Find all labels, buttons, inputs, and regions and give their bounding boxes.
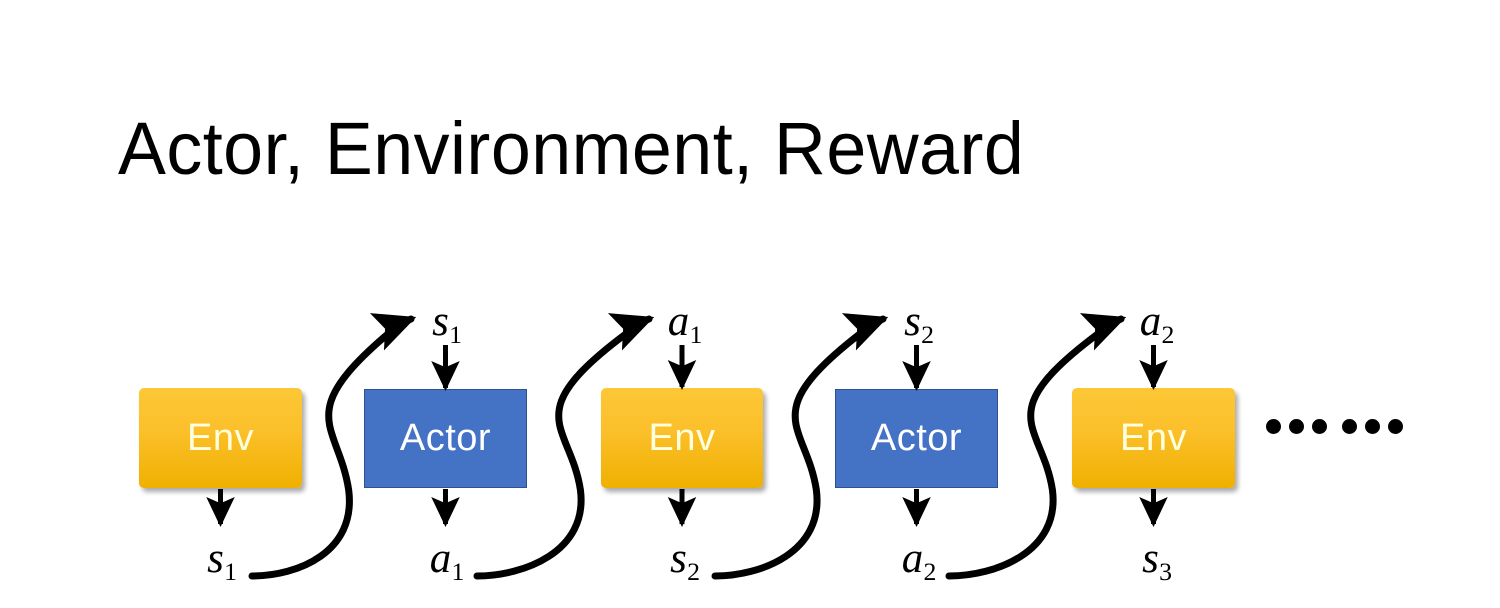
variable-subscript: 1 bbox=[449, 319, 463, 349]
variable-base: a bbox=[429, 535, 452, 582]
variable-label-bot-s3: s3 bbox=[1142, 534, 1173, 586]
variable-subscript: 2 bbox=[687, 556, 701, 586]
node-env-3[interactable]: Env bbox=[1072, 388, 1235, 488]
node-label: Actor bbox=[870, 417, 963, 459]
variable-base: a bbox=[901, 535, 924, 582]
ellipsis-dot bbox=[1266, 419, 1281, 434]
variable-label-top-a1: a1 bbox=[667, 297, 703, 349]
variable-base: a bbox=[1139, 298, 1162, 345]
variable-base: s bbox=[670, 535, 687, 582]
variable-subscript: 1 bbox=[689, 319, 703, 349]
variable-subscript: 1 bbox=[451, 556, 465, 586]
node-actor-1[interactable]: Actor bbox=[364, 389, 527, 488]
variable-label-bot-a1: a1 bbox=[429, 534, 465, 586]
variable-subscript: 3 bbox=[1159, 556, 1173, 586]
node-env-2[interactable]: Env bbox=[601, 388, 763, 488]
variable-base: a bbox=[667, 298, 690, 345]
variable-subscript: 2 bbox=[1161, 319, 1175, 349]
node-label: Env bbox=[648, 416, 716, 459]
variable-base: s bbox=[1142, 535, 1159, 582]
variable-base: s bbox=[904, 298, 921, 345]
ellipsis-dot bbox=[1365, 419, 1380, 434]
node-env-1[interactable]: Env bbox=[139, 388, 302, 488]
variable-label-top-s2: s2 bbox=[904, 297, 935, 349]
variable-label-top-s1: s1 bbox=[432, 297, 463, 349]
variable-label-bot-a2: a2 bbox=[901, 534, 937, 586]
variable-label-bot-s1: s1 bbox=[207, 534, 238, 586]
ellipsis-dots bbox=[1266, 419, 1403, 434]
page-title: Actor, Environment, Reward bbox=[118, 107, 1025, 190]
variable-subscript: 2 bbox=[921, 319, 935, 349]
node-label: Env bbox=[187, 416, 254, 459]
variable-base: s bbox=[432, 298, 449, 345]
ellipsis-dot bbox=[1342, 419, 1357, 434]
variable-subscript: 2 bbox=[923, 556, 937, 586]
ellipsis-dot bbox=[1388, 419, 1403, 434]
ellipsis-dot bbox=[1312, 419, 1327, 434]
variable-label-bot-s2: s2 bbox=[670, 534, 701, 586]
ellipsis-dot bbox=[1289, 419, 1304, 434]
variable-label-top-a2: a2 bbox=[1139, 297, 1175, 349]
node-actor-2[interactable]: Actor bbox=[835, 389, 998, 488]
node-label: Env bbox=[1120, 416, 1187, 459]
variable-subscript: 1 bbox=[224, 556, 238, 586]
node-label: Actor bbox=[399, 417, 492, 459]
variable-base: s bbox=[207, 535, 224, 582]
